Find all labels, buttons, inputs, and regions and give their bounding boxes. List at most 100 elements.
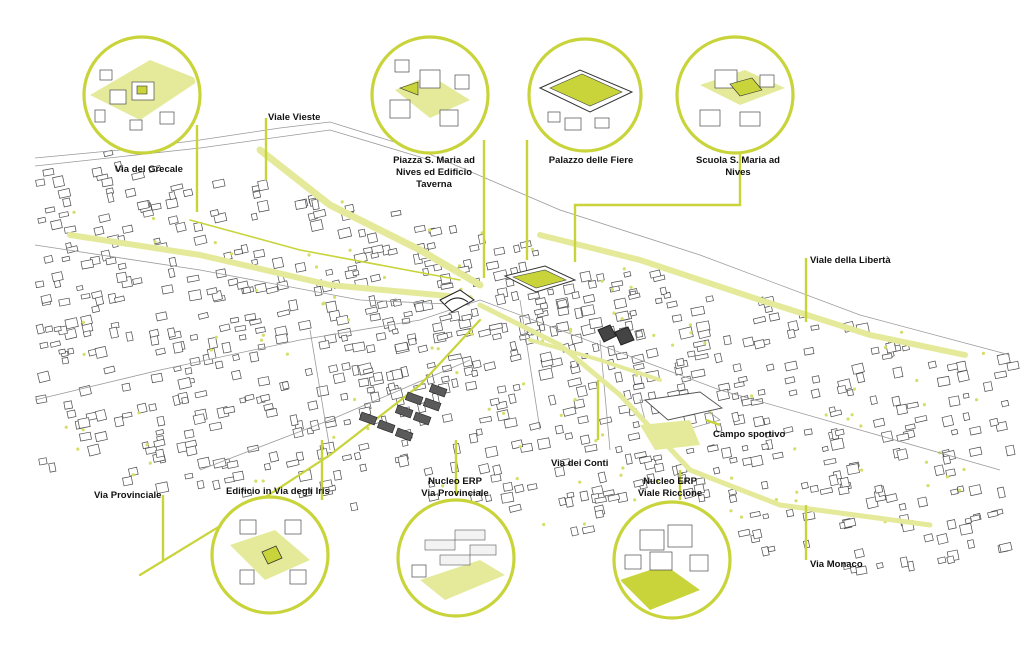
tree (793, 447, 797, 451)
building (950, 428, 959, 436)
inset-nucleo-erp-riccione[interactable] (612, 500, 732, 620)
building (347, 264, 358, 272)
building (503, 417, 518, 429)
building (144, 445, 158, 455)
tree (922, 403, 927, 407)
building (260, 393, 271, 402)
building (556, 321, 570, 333)
tree (214, 335, 218, 339)
building (208, 421, 223, 432)
inset-piazza-taverna[interactable] (370, 35, 490, 155)
building (189, 356, 201, 367)
building (242, 286, 252, 294)
building (271, 256, 285, 270)
tree (332, 435, 336, 439)
building (564, 496, 574, 508)
site-palazzo-delle-fiere (503, 265, 577, 293)
label-nucleo-provinciale-line1: Nucleo ERP (428, 476, 483, 487)
building (853, 548, 865, 559)
building (761, 443, 769, 451)
building (113, 416, 125, 428)
building (40, 293, 53, 304)
building (579, 490, 589, 502)
building (492, 269, 509, 282)
tree (457, 264, 462, 268)
tree (619, 473, 623, 477)
building (113, 295, 126, 303)
tree (958, 488, 962, 492)
tree (859, 424, 863, 428)
tree (76, 447, 80, 451)
building (222, 405, 236, 415)
building (512, 383, 521, 392)
building (417, 344, 429, 354)
building (427, 480, 436, 488)
building (197, 312, 209, 320)
building (956, 360, 967, 373)
building (298, 319, 312, 331)
building (676, 358, 685, 367)
building (728, 488, 737, 496)
building (846, 463, 860, 476)
building (574, 307, 583, 319)
building (635, 330, 644, 338)
building (946, 555, 955, 565)
building (50, 219, 63, 231)
tree (436, 347, 440, 351)
building (182, 188, 194, 198)
inset-scuola-s-maria[interactable] (675, 35, 795, 155)
building (479, 416, 493, 424)
building (659, 286, 668, 296)
building (489, 397, 500, 407)
building (803, 428, 813, 436)
building (1006, 360, 1020, 371)
building (834, 428, 845, 437)
erp-building (358, 411, 378, 426)
tree (945, 475, 949, 479)
building (39, 341, 49, 350)
building (215, 268, 227, 279)
building (167, 267, 176, 279)
building (37, 370, 51, 384)
building (358, 228, 367, 238)
building (285, 459, 300, 468)
building (175, 221, 187, 233)
building (532, 249, 540, 257)
building (124, 187, 137, 198)
building (468, 432, 479, 444)
inset-palazzo-delle-fiere[interactable] (527, 37, 643, 153)
building (766, 363, 775, 372)
building (125, 331, 134, 342)
building (250, 212, 258, 221)
building (653, 454, 663, 462)
building (557, 306, 570, 317)
building (78, 431, 92, 442)
building (570, 360, 579, 369)
tree (860, 468, 864, 472)
building (723, 335, 732, 346)
building (1005, 444, 1016, 457)
building (969, 425, 982, 436)
tree (260, 338, 264, 342)
inset-nucleo-erp-provinciale[interactable] (396, 498, 516, 618)
building (358, 377, 370, 388)
inset-via-del-grecale[interactable] (82, 35, 202, 155)
building (414, 302, 425, 313)
tree (852, 387, 857, 391)
tree (542, 522, 546, 527)
building (316, 385, 330, 397)
building (970, 514, 981, 522)
building (189, 333, 199, 341)
building (281, 381, 290, 390)
building (611, 280, 624, 288)
building (359, 463, 367, 472)
inset-edificio-via-degli-iris[interactable] (210, 495, 330, 615)
building (407, 337, 417, 346)
tree (518, 444, 522, 449)
building (94, 345, 108, 359)
building (44, 325, 54, 333)
building (492, 332, 502, 341)
building (891, 395, 901, 407)
building (741, 444, 749, 452)
building (483, 361, 497, 372)
